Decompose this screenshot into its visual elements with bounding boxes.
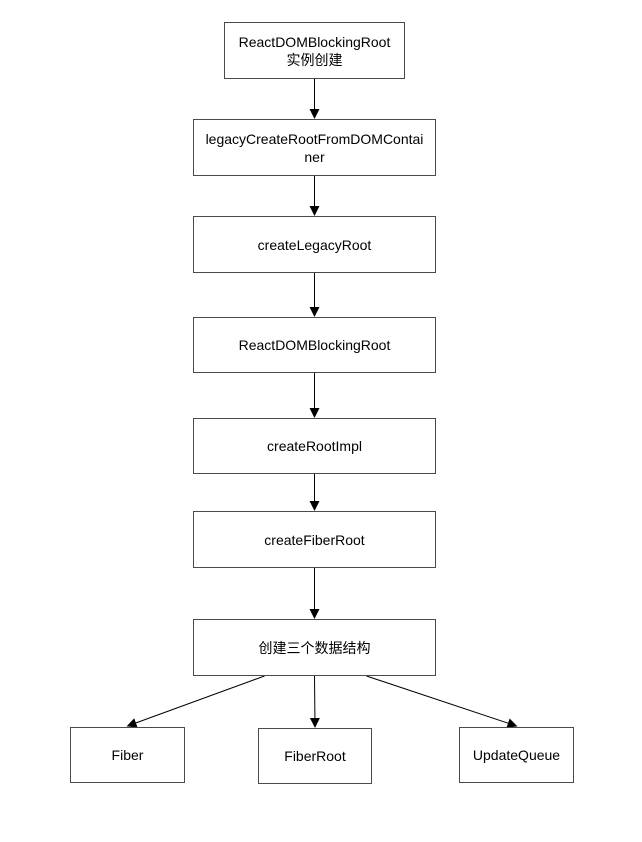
node-create-fiber-root: createFiberRoot [193,511,436,568]
node-create-root-impl: createRootImpl [193,418,436,474]
node-label-line: ReactDOMBlockingRoot [238,337,391,353]
arrow-n7-to-n8 [126,675,265,728]
node-label-line: createLegacyRoot [257,236,372,253]
node-react-dom-blocking-root: ReactDOMBlockingRoot [193,317,436,373]
node-react-dom-blocking-root-instance: ReactDOMBlockingRoot 实例创建 [224,22,405,79]
node-create-three-data-structures: 创建三个数据结构 [193,619,436,676]
node-label-line: 创建三个数据结构 [258,639,371,656]
node-label-line: legacyCreateRootFromDOMContai [205,130,424,147]
node-update-queue: UpdateQueue [459,727,574,783]
node-fiber: Fiber [70,727,185,783]
node-label-line: 实例创建 [286,51,343,68]
node-label-line: UpdateQueue [472,747,561,763]
node-label-line: Fiber [111,747,144,763]
arrow-n7-to-n9 [309,675,320,728]
node-fiber-root: FiberRoot [258,728,372,784]
node-create-legacy-root: createLegacyRoot [193,216,436,273]
node-label-line: FiberRoot [284,748,346,764]
node-label-line: ner [304,148,325,165]
node-label-line: createFiberRoot [264,531,365,548]
node-label-line: ReactDOMBlockingRoot [238,33,391,50]
node-legacy-create-root-from-dom-container: legacyCreateRootFromDOMContai ner [193,119,436,176]
arrow-n7-to-n10 [366,675,518,728]
node-label-line: createRootImpl [267,438,362,454]
